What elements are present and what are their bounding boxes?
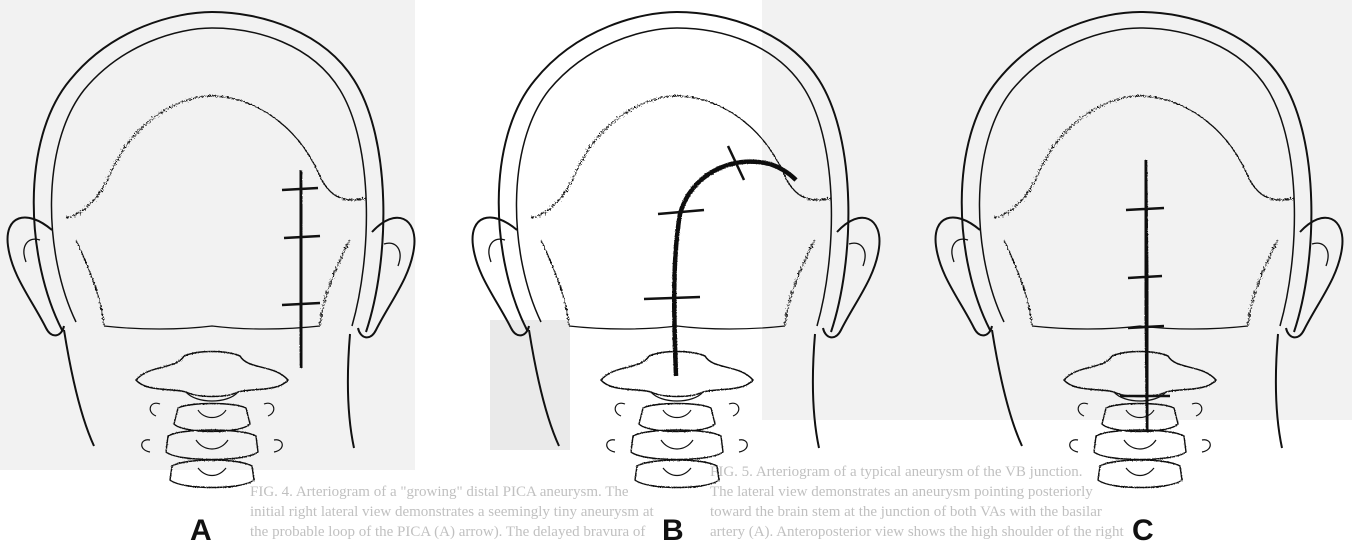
bleed-shade-left — [0, 0, 415, 470]
bleed-line: the probable loop of the PICA (A) arrow)… — [250, 524, 645, 540]
bleed-shade-right — [762, 0, 1352, 420]
bleed-line: FIG. 5. Arteriogram of a typical aneurys… — [710, 464, 1083, 480]
panel-label-c: C — [1132, 514, 1154, 546]
bleed-line: FIG. 4. Arteriogram of a "growing" dista… — [250, 484, 629, 500]
bleed-line: artery (A). Anteroposterior view shows t… — [710, 524, 1124, 540]
bleed-caption-right: FIG. 5. Arteriogram of a typical aneurys… — [710, 464, 1124, 540]
bleed-line: The lateral view demonstrates an aneurys… — [710, 484, 1093, 500]
bleed-line: toward the brain stem at the junction of… — [710, 504, 1102, 520]
bleed-line: initial right lateral view demonstrates … — [250, 504, 654, 520]
panel-label-a: A — [190, 514, 212, 546]
panel-label-b: B — [662, 514, 684, 546]
bleed-caption-left: FIG. 4. Arteriogram of a "growing" dista… — [250, 484, 654, 540]
